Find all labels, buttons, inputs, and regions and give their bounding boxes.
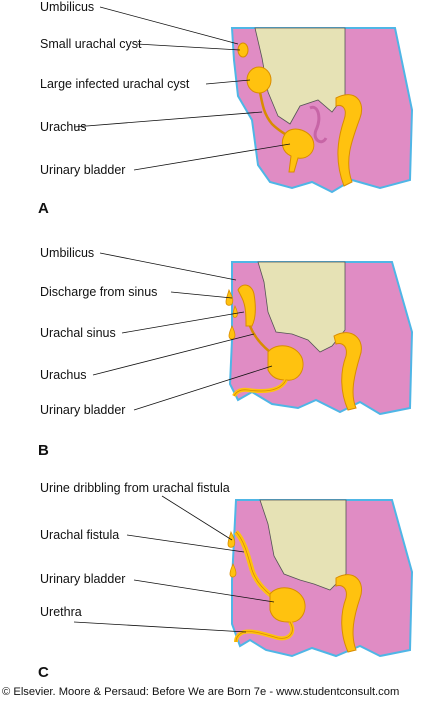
leader-large-cyst	[205, 79, 251, 85]
leader-urachal-sinus	[121, 311, 245, 334]
leader-umbilicus-a	[99, 6, 239, 45]
discharge-drop-2	[232, 304, 238, 318]
label-large-infected-urachal-cyst: Large infected urachal cyst	[40, 77, 190, 91]
leader-bladder-a	[133, 143, 291, 171]
label-discharge-from-sinus: Discharge from sinus	[40, 285, 158, 299]
panel-letter-b: B	[38, 442, 49, 459]
rectum-a	[335, 94, 362, 187]
panel-b-illustration	[92, 252, 414, 416]
leader-dribbling	[161, 495, 233, 541]
leader-urachal-fistula	[126, 534, 245, 553]
leader-urethra	[73, 621, 247, 633]
urachal-sinus	[237, 284, 256, 327]
urethra-b-outline	[233, 379, 287, 397]
panel-c-illustration	[73, 495, 414, 658]
panel-letter-c: C	[38, 664, 49, 681]
discharge-drop-3	[228, 324, 236, 340]
copyright-notice: © Elsevier. Moore & Persaud: Before We a…	[2, 686, 400, 698]
rectum-c	[335, 574, 362, 653]
urethra-c-outline	[235, 621, 293, 643]
label-urachal-sinus: Urachal sinus	[40, 326, 116, 340]
leader-urachus-a	[73, 111, 263, 128]
label-urinary-bladder-c: Urinary bladder	[40, 572, 126, 586]
urachus-a	[256, 81, 289, 138]
urinary-bladder-a	[281, 128, 315, 173]
label-small-urachal-cyst: Small urachal cyst	[40, 37, 142, 51]
viscera-b	[257, 261, 346, 353]
urinary-bladder-b	[267, 345, 304, 381]
label-urine-dribbling: Urine dribbling from urachal fistula	[40, 481, 230, 495]
large-infected-urachal-cyst	[246, 66, 272, 94]
urinary-bladder-c	[269, 587, 306, 623]
urachal-fistula-outline	[235, 531, 273, 597]
leader-umbilicus-b	[99, 252, 237, 281]
label-urinary-bladder-a: Urinary bladder	[40, 163, 126, 177]
leader-urachus-b	[92, 333, 255, 376]
label-urachus-a: Urachus	[40, 120, 87, 134]
leader-bladder-c	[133, 579, 275, 603]
leader-discharge	[170, 291, 233, 299]
label-urachus-b: Urachus	[40, 368, 87, 382]
label-urethra: Urethra	[40, 605, 82, 619]
label-urinary-bladder-b: Urinary bladder	[40, 403, 126, 417]
leader-bladder-b	[133, 365, 273, 411]
panel-letter-a: A	[38, 200, 49, 217]
leader-small-cyst	[136, 43, 241, 51]
label-umbilicus-a: Umbilicus	[40, 0, 95, 14]
label-urachal-fistula: Urachal fistula	[40, 528, 120, 542]
label-umbilicus-b: Umbilicus	[40, 246, 95, 260]
panel-a-illustration	[73, 6, 414, 194]
viscera-c	[259, 499, 347, 591]
urethra-loop-a	[309, 105, 328, 144]
dribble-drop-2	[229, 562, 237, 578]
urachus-b	[248, 325, 271, 353]
rectum-b	[333, 332, 362, 411]
